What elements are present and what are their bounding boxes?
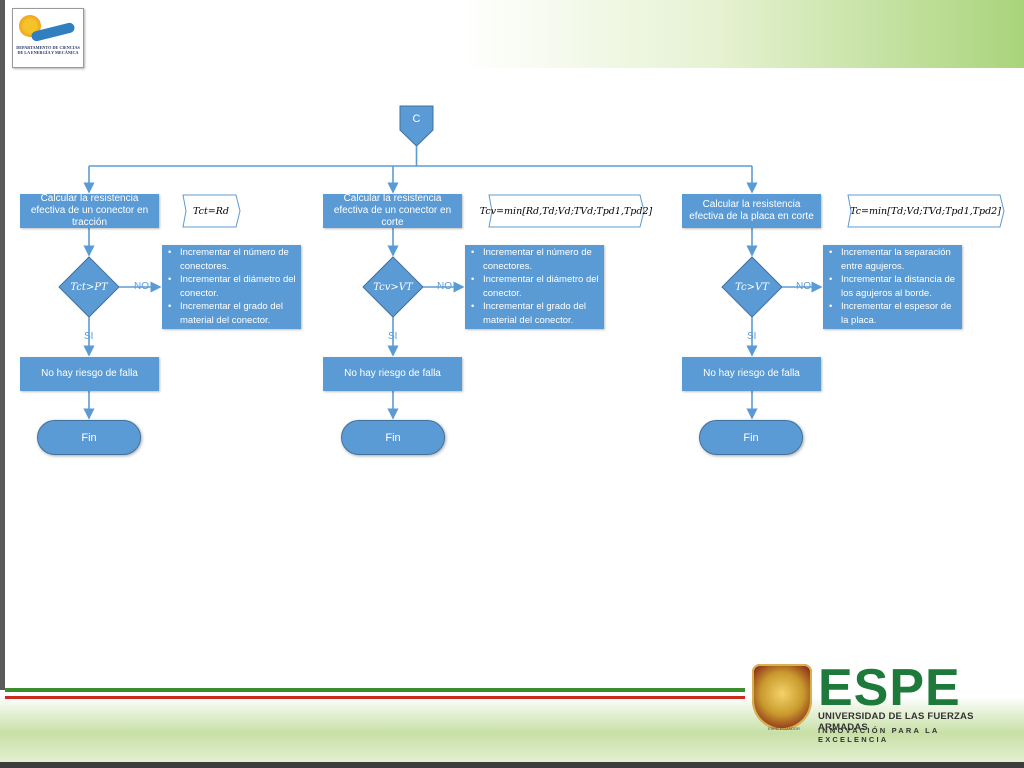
formula-3: Tc=min[Td;Vd;TVd;Tpd1,Tpd2] [850,205,1001,217]
bottom-border [0,762,1024,768]
action-item: Incrementar el número de conectores. [168,246,297,273]
end-terminator-1: Fin [37,420,141,455]
formula-tab-2 [488,194,645,228]
action-item: Incrementar el diámetro del conector. [168,273,297,300]
action-item: Incrementar el grado del material del co… [471,300,600,327]
start-connector-shape [399,105,434,147]
footer-stripe-red [5,696,745,699]
action-item: Incrementar la distancia de los agujeros… [829,273,958,300]
no-label-3: NO [796,281,811,292]
calc-box-1: Calcular la resistencia efectiva de un c… [20,193,159,228]
end-terminator-2: Fin [341,420,445,455]
left-border [0,0,5,768]
start-connector-label: C [412,113,421,125]
espe-logo: ESPE [818,659,961,717]
actions-list-2: Incrementar el número de conectores. Inc… [465,245,604,329]
condition-1: Tct>PT [70,281,108,293]
espe-shield-icon [752,664,812,730]
formula-2: Tcv=min[Rd,Td;Vd;TVd;Tpd1,Tpd2] [479,205,653,217]
yes-label-2: SI [388,331,398,342]
header-band [0,0,1024,68]
formula-tab-3 [847,194,1005,228]
formula-1: Tct=Rd [193,205,229,217]
formula-tab-1 [182,194,241,228]
action-item: Incrementar la separación entre agujeros… [829,246,958,273]
calc-box-3: Calcular la resistencia efectiva de la p… [682,194,821,228]
result-box-1: No hay riesgo de falla [20,357,159,391]
end-terminator-3: Fin [699,420,803,455]
yes-label-1: SI [84,331,94,342]
condition-2: Tcv>VT [373,281,413,293]
yes-label-3: SI [747,331,757,342]
action-item: Incrementar el grado del material del co… [168,300,297,327]
department-logo: DEPARTAMENTO DE CIENCIAS DE LA ENERGÍA Y… [12,8,84,68]
result-box-2: No hay riesgo de falla [323,357,462,391]
shield-caption: ESPE ECUADOR [768,726,800,731]
university-slogan: INNOVACIÓN PARA LA EXCELENCIA [818,726,940,744]
condition-3: Tc>VT [735,281,769,293]
footer-band [0,690,1024,768]
action-item: Incrementar el diámetro del conector. [471,273,600,300]
result-box-3: No hay riesgo de falla [682,357,821,391]
action-item: Incrementar el espesor de la placa. [829,300,958,327]
no-label-2: NO [437,281,452,292]
actions-list-1: Incrementar el número de conectores. Inc… [162,245,301,329]
actions-list-3: Incrementar la separación entre agujeros… [823,245,962,329]
department-logo-text: DEPARTAMENTO DE CIENCIAS DE LA ENERGÍA Y… [16,45,80,55]
no-label-1: NO [134,281,149,292]
action-item: Incrementar el número de conectores. [471,246,600,273]
calc-box-2: Calcular la resistencia efectiva de un c… [323,193,462,228]
footer-stripe-green [5,688,745,692]
university-name: UNIVERSIDAD DE LAS FUERZAS ARMADAS [818,711,974,733]
